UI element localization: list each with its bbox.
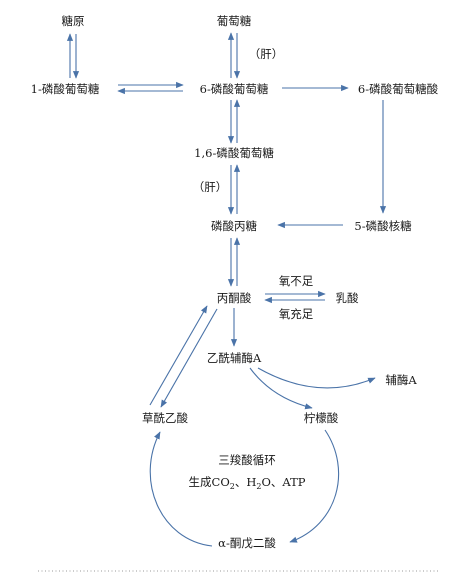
node-pyruvate: 丙酮酸 — [217, 291, 252, 305]
label-oxygen-sufficient: 氧充足 — [279, 307, 314, 321]
arrow-pyruvate-to-oxaloacetate — [160, 308, 218, 408]
label-liver-lower: （肝） — [193, 180, 228, 194]
label-liver-upper: （肝） — [249, 47, 284, 61]
node-glycogen: 糖原 — [62, 14, 85, 28]
node-coenzyme-a: 辅酶A — [385, 373, 417, 387]
arrow-acetyl-coa-to-citrate — [249, 367, 313, 410]
node-1-6-bisphosphate: 1,6-磷酸葡萄糖 — [194, 146, 274, 160]
node-oxaloacetate: 草酰乙酸 — [142, 411, 188, 425]
arrow-citrate-to-akg — [289, 429, 340, 543]
node-lactate: 乳酸 — [336, 291, 359, 305]
node-acetyl-coa: 乙酰辅酶A — [207, 351, 262, 365]
products-sub-h2o: 2 — [256, 482, 261, 491]
node-ribose-5-phosphate: 5-磷酸核糖 — [354, 219, 412, 233]
products-suffix: O、ATP — [261, 475, 305, 489]
products-mid: 、H — [235, 475, 257, 489]
arrow-acetyl-coa-to-coenzyme-a — [257, 367, 376, 389]
label-tca-cycle: 三羧酸循环 — [218, 453, 276, 467]
arrow-oxaloacetate-to-pyruvate — [149, 305, 208, 406]
node-glucose-1-phosphate: 1-磷酸葡萄糖 — [31, 82, 100, 96]
node-glucose-6-phosphate: 6-磷酸葡萄糖 — [200, 82, 269, 96]
label-cycle-products: 生成CO2、H2O、ATP — [189, 475, 306, 491]
node-alpha-ketoglutarate: α-酮戊二酸 — [218, 536, 276, 550]
node-triose-phosphate: 磷酸丙糖 — [211, 219, 257, 233]
products-sub-co2: 2 — [230, 482, 235, 491]
node-glucose: 葡萄糖 — [217, 14, 252, 28]
arrow-akg-to-oxaloacetate — [149, 431, 213, 547]
node-citrate: 柠檬酸 — [304, 411, 339, 425]
products-prefix: 生成CO — [189, 475, 230, 489]
node-6-phosphogluconate: 6-磷酸葡萄糖酸 — [358, 82, 439, 96]
label-oxygen-insufficient: 氧不足 — [279, 274, 314, 288]
